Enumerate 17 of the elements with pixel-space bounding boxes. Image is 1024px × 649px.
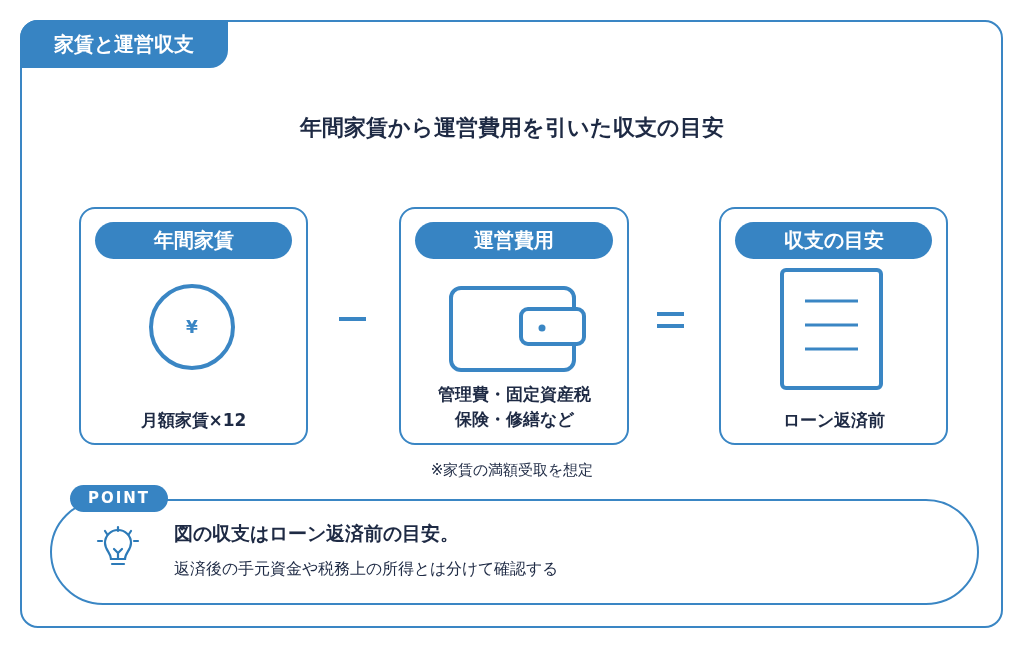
panel-frame — [20, 20, 1003, 628]
point-badge: POINT — [70, 485, 168, 512]
card-heading: 収支の目安 — [735, 222, 932, 259]
footnote: ※家賃の満額受取を想定 — [430, 460, 594, 480]
point-heading: 図の収支はローン返済前の目安。 — [174, 521, 459, 546]
panel-tab: 家賃と運営収支 — [20, 20, 228, 68]
currency-symbol: ¥ — [186, 317, 198, 337]
card-caption: ローン返済前 — [781, 409, 886, 432]
card-caption: 月額家賃×12 — [139, 409, 248, 432]
card-box — [79, 207, 308, 445]
card-heading: 運営費用 — [415, 222, 613, 259]
card-box — [399, 207, 629, 445]
card-caption: 管理費・固定資産税保険・修繕など — [436, 383, 592, 431]
point-note: 返済後の手元資金や税務上の所得とは分けて確認する — [174, 559, 558, 580]
card-heading: 年間家賃 — [95, 222, 292, 259]
diagram-title: 年間家賃から運営費用を引いた収支の目安 — [298, 114, 725, 142]
card-box — [719, 207, 948, 445]
